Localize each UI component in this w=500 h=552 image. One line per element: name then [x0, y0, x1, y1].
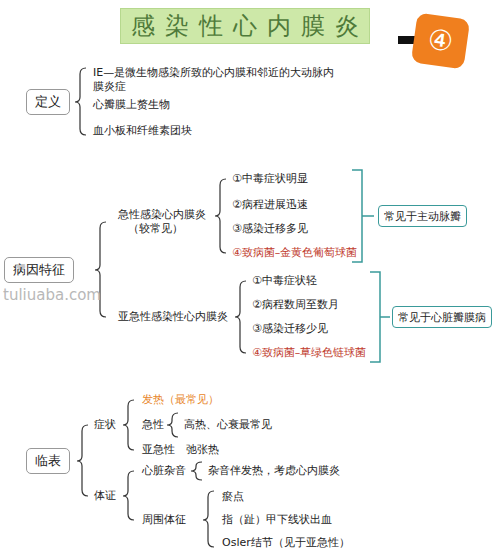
- type-note: （较常见）: [128, 222, 183, 236]
- sign-item: 杂音伴发热，考虑心内膜炎: [208, 464, 340, 478]
- note-box: 常见于心脏瓣膜病: [392, 306, 492, 328]
- definition-text: 心瓣膜上赘生物: [93, 98, 170, 112]
- feature-item: ①中毒症状明显: [232, 172, 308, 186]
- symptom-item: 弛张热: [186, 443, 219, 457]
- brace: [203, 491, 214, 547]
- brace: [77, 425, 88, 496]
- sign-item: 瘀点: [222, 490, 244, 504]
- brace: [75, 68, 86, 135]
- watermark: tuliuaba.com: [3, 286, 101, 304]
- definition-text: 血小板和纤维素团块: [93, 124, 192, 138]
- brace: [123, 471, 134, 520]
- brace: [167, 413, 178, 437]
- brace: [215, 179, 226, 253]
- branch-label: 周围体征: [142, 513, 186, 527]
- pathogen-item: ④致病菌–金黄色葡萄球菌: [232, 246, 357, 260]
- teal-bracket: [370, 272, 390, 362]
- section-box: 临表: [26, 448, 70, 474]
- feature-item: ③感染迁移少见: [252, 322, 328, 336]
- branch-label: 急性: [142, 418, 164, 432]
- section-box: 病因特征: [4, 257, 74, 283]
- brace: [235, 281, 246, 353]
- pathogen-item: ④致病菌–草绿色链球菌: [252, 346, 366, 360]
- node-text: 常见于心脏瓣膜病: [398, 310, 486, 324]
- symptom-item: 发热（最常见）: [142, 393, 219, 407]
- brace: [191, 462, 202, 480]
- brace: [123, 400, 134, 450]
- sign-item: 指（趾）甲下线状出血: [222, 513, 332, 527]
- feature-item: ③感染迁移多见: [232, 222, 308, 236]
- note-box: 常见于主动脉瓣: [378, 205, 467, 227]
- section-box: 定义: [26, 89, 70, 115]
- node-text: 病因特征: [13, 262, 65, 278]
- node-text: 临表: [35, 453, 61, 469]
- branch-label: 亚急性: [142, 443, 175, 457]
- definition-text: IE—是微生物感染所致的心内膜和邻近的大动脉内膜炎症: [93, 66, 343, 94]
- symptom-item: 高热、心衰最常见: [184, 418, 272, 432]
- node-text: 常见于主动脉瓣: [384, 209, 461, 223]
- section-badge: ④: [411, 13, 471, 70]
- branch-label: 体证: [94, 489, 116, 503]
- node-text: ④: [426, 22, 456, 59]
- feature-item: ①中毒症状轻: [252, 274, 317, 288]
- type-label: 急性感染心内膜炎: [118, 208, 206, 222]
- type-label: 亚急性感染性心内膜炎: [118, 310, 228, 324]
- node-text: 定义: [35, 94, 61, 110]
- branch-label: 心脏杂音: [142, 464, 186, 478]
- title-banner: 感染性心内膜炎: [120, 8, 370, 44]
- feature-item: ②病程进展迅速: [232, 198, 308, 212]
- branch-label: 症状: [94, 418, 116, 432]
- feature-item: ②病程数周至数月: [252, 298, 339, 312]
- sign-item: Osler结节（见于亚急性）: [222, 536, 350, 550]
